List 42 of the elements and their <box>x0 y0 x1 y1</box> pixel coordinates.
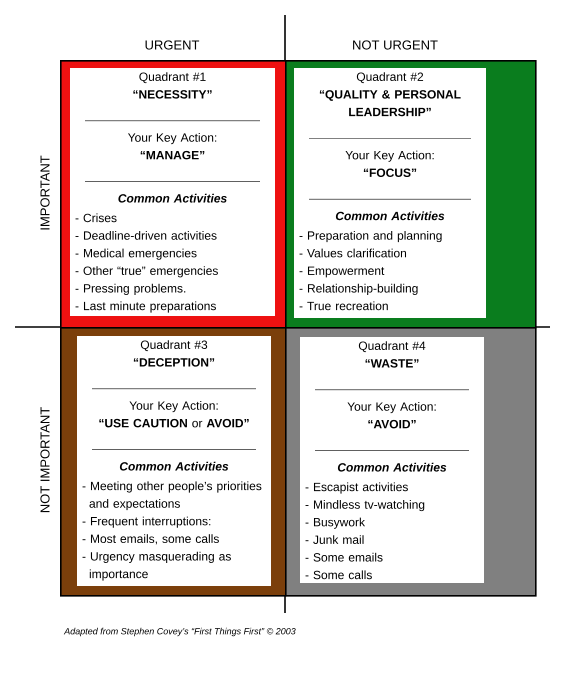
quadrant-title: “NECESSITY” <box>133 90 212 99</box>
activity-item: - Crises <box>76 213 117 222</box>
key-action: “USE CAUTION or AVOID” <box>99 418 249 428</box>
key-action: “FOCUS” <box>364 168 416 177</box>
section-heading: Common Activities <box>336 211 444 220</box>
activity-item: - Some emails <box>306 552 383 562</box>
activity-item: - Urgency masquerading as importance <box>82 552 231 581</box>
activity-item: - Meeting other people’s priorities and expectations <box>82 481 262 510</box>
key-action-label: Your Key Action: <box>345 150 434 162</box>
quadrant-title: “WASTE” <box>366 359 418 368</box>
activity-item: - Last minute preparations <box>76 301 216 313</box>
activity-item: - Some calls <box>306 570 372 580</box>
activity-item: - Escapist activities <box>306 482 408 494</box>
activity-item: - Relationship-building <box>300 284 418 295</box>
activity-item: - Frequent interruptions: <box>82 516 210 528</box>
activity-item: - Empowerment <box>300 266 384 278</box>
quadrant-title: “QUALITY & PERSONAL LEADERSHIP” <box>320 90 461 116</box>
key-action: “AVOID” <box>368 420 416 428</box>
key-action-label: Your Key Action: <box>347 402 436 414</box>
activity-item: - Medical emergencies <box>76 248 197 260</box>
quadrant-number: Quadrant #2 <box>356 72 424 84</box>
key-action-label: Your Key Action: <box>128 133 216 144</box>
activity-item: - True recreation <box>300 301 388 310</box>
activity-item: - Preparation and planning <box>300 231 442 242</box>
activity-item: - Pressing problems. <box>76 284 186 295</box>
caption: Adapted from Stephen Covey’s “First Things First” © 2003 <box>64 628 296 636</box>
section-heading: Common Activities <box>338 462 446 472</box>
activity-item: - Busywork <box>306 518 366 529</box>
key-action: “MANAGE” <box>140 150 204 160</box>
quadrant-number: Quadrant #4 <box>358 341 426 352</box>
activity-item: - Most emails, some calls <box>82 534 219 544</box>
quadrant-title: “DECEPTION” <box>134 358 214 367</box>
quadrant-number: Quadrant #1 <box>139 72 206 84</box>
activity-item: - Values clarification <box>300 248 406 258</box>
activity-item: - Mindless tv-watching <box>306 500 424 512</box>
section-heading: Common Activities <box>120 462 228 471</box>
quadrant-number: Quadrant #3 <box>140 340 208 352</box>
activity-item: - Junk mail <box>306 535 364 544</box>
activity-item: - Other “true” emergencies <box>76 266 218 278</box>
activity-item: - Deadline-driven activities <box>76 231 217 240</box>
key-action-label: Your Key Action: <box>129 401 218 412</box>
section-heading: Common Activities <box>118 194 227 203</box>
